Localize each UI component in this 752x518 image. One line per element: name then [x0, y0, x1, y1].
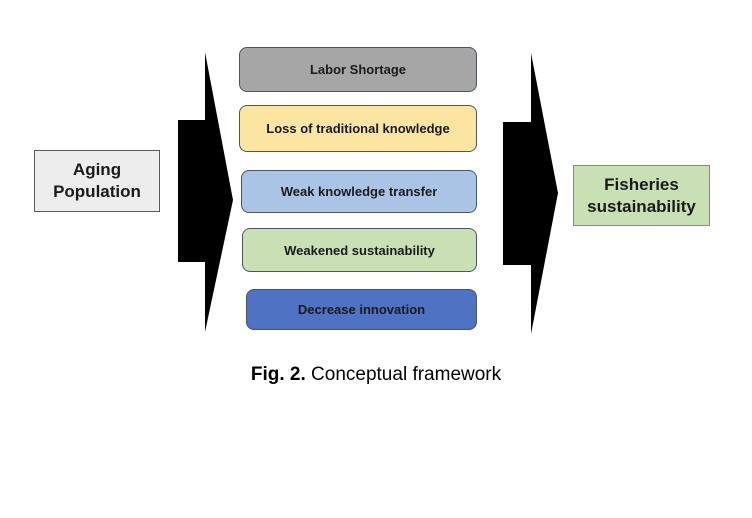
factor-label: Labor Shortage	[309, 62, 407, 77]
output-line-1: Fisheries	[604, 174, 679, 194]
input-box-aging-population: Aging Population	[34, 150, 160, 212]
caption-prefix: Fig. 2.	[250, 364, 306, 385]
factor-box-weakened-sustainability: Weakened sustainability	[242, 228, 477, 272]
factor-box-labor-shortage: Labor Shortage	[239, 47, 477, 92]
output-line-2: sustainability	[587, 196, 696, 216]
left-arrow-icon	[178, 52, 233, 332]
factor-label: Weakened sustainability	[284, 242, 435, 258]
right-arrow-icon	[503, 53, 558, 334]
caption-text: Conceptual framework	[305, 364, 502, 385]
input-line-1: Aging	[72, 160, 122, 179]
factor-label: Decrease innovation	[297, 302, 426, 317]
output-box-fisheries-sustainability: Fisheries sustainability	[573, 165, 710, 226]
figure-caption: Fig. 2. Conceptual framework	[0, 364, 752, 386]
factor-label: Loss of traditional knowledge	[266, 121, 450, 136]
factor-box-weak-knowledge-transfer: Weak knowledge transfer	[241, 170, 477, 213]
input-line-2: Population	[53, 182, 141, 201]
factor-box-loss-of-traditional-knowledge: Loss of traditional knowledge	[239, 105, 477, 152]
factor-box-decrease-innovation: Decrease innovation	[246, 289, 477, 330]
factor-label: Weak knowledge transfer	[280, 184, 438, 199]
